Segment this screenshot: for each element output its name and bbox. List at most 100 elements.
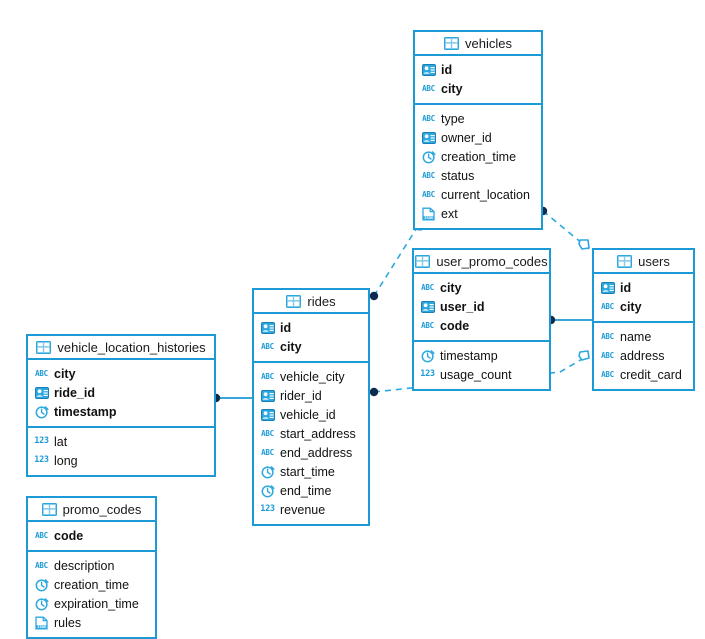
table-header-vehicles[interactable]: vehicles bbox=[415, 32, 541, 56]
primary-key-row-id[interactable]: id bbox=[594, 278, 693, 297]
column-row-start_address[interactable]: ABC start_address bbox=[254, 424, 368, 443]
column-name: rider_id bbox=[280, 388, 322, 403]
column-name: usage_count bbox=[440, 367, 512, 382]
table-icon bbox=[36, 340, 52, 354]
column-name: type bbox=[441, 111, 465, 126]
primary-key-row-id[interactable]: id bbox=[415, 60, 541, 79]
primary-key-row-city[interactable]: ABC city bbox=[594, 297, 693, 316]
table-icon bbox=[444, 36, 460, 50]
clock-icon bbox=[34, 405, 49, 419]
column-row-owner_id[interactable]: owner_id bbox=[415, 128, 541, 147]
column-row-usage_count[interactable]: 123 usage_count bbox=[414, 365, 549, 384]
column-name: lat bbox=[54, 434, 68, 449]
table-icon bbox=[41, 502, 57, 516]
id-card-icon bbox=[600, 281, 615, 295]
table-header-users[interactable]: users bbox=[594, 250, 693, 274]
column-row-end_time[interactable]: end_time bbox=[254, 481, 368, 500]
id-card-icon bbox=[34, 386, 49, 400]
column-row-end_address[interactable]: ABC end_address bbox=[254, 443, 368, 462]
abc-icon: ABC bbox=[421, 282, 434, 292]
column-row-rider_id[interactable]: rider_id bbox=[254, 386, 368, 405]
column-row-expiration_time[interactable]: expiration_time bbox=[28, 594, 155, 613]
column-name: creation_time bbox=[441, 149, 517, 164]
column-section-vehicle_location_histories: 123 lat 123 long bbox=[28, 428, 214, 475]
column-name: name bbox=[620, 329, 652, 344]
column-name: start_time bbox=[280, 464, 335, 479]
column-name: start_address bbox=[280, 426, 356, 441]
primary-key-row-user_id[interactable]: user_id bbox=[414, 297, 549, 316]
column-name: city bbox=[620, 299, 642, 314]
123-icon: 123 bbox=[420, 369, 435, 380]
table-header-promo_codes[interactable]: promo_codes bbox=[28, 498, 155, 522]
json-file-icon: JSON bbox=[34, 616, 49, 630]
id-card-icon bbox=[260, 389, 275, 403]
column-name: owner_id bbox=[441, 130, 492, 145]
123-icon: 123 bbox=[34, 436, 49, 447]
column-name: code bbox=[440, 318, 470, 333]
primary-key-row-code[interactable]: ABC code bbox=[414, 316, 549, 335]
123-icon: 123 bbox=[34, 455, 49, 466]
column-name: city bbox=[280, 339, 302, 354]
table-header-rides[interactable]: rides bbox=[254, 290, 368, 314]
column-row-timestamp[interactable]: timestamp bbox=[414, 346, 549, 365]
primary-key-row-id[interactable]: id bbox=[254, 318, 368, 337]
column-name: expiration_time bbox=[54, 596, 139, 611]
column-row-long[interactable]: 123 long bbox=[28, 451, 214, 470]
primary-key-row-ride_id[interactable]: ride_id bbox=[28, 383, 214, 402]
column-row-start_time[interactable]: start_time bbox=[254, 462, 368, 481]
abc-icon: ABC bbox=[261, 428, 274, 438]
svg-text:JSON: JSON bbox=[37, 625, 46, 629]
table-header-user_promo_codes[interactable]: user_promo_codes bbox=[414, 250, 549, 274]
column-row-vehicle_id[interactable]: vehicle_id bbox=[254, 405, 368, 424]
abc-icon: ABC bbox=[261, 447, 274, 457]
abc-icon: ABC bbox=[261, 341, 274, 351]
column-name: vehicle_city bbox=[280, 369, 345, 384]
column-name: id bbox=[280, 320, 292, 335]
edge-vehicles-users bbox=[538, 206, 590, 250]
abc-icon: ABC bbox=[601, 301, 614, 311]
primary-key-row-timestamp[interactable]: timestamp bbox=[28, 402, 214, 421]
table-title: promo_codes bbox=[62, 501, 142, 517]
table-title: vehicle_location_histories bbox=[57, 339, 206, 355]
abc-icon: ABC bbox=[421, 320, 434, 330]
column-row-lat[interactable]: 123 lat bbox=[28, 432, 214, 451]
clock-icon bbox=[260, 465, 275, 479]
column-row-creation_time[interactable]: creation_time bbox=[28, 575, 155, 594]
column-row-creation_time[interactable]: creation_time bbox=[415, 147, 541, 166]
column-name: end_address bbox=[280, 445, 353, 460]
clock-icon bbox=[260, 484, 275, 498]
id-card-icon bbox=[260, 408, 275, 422]
column-name: creation_time bbox=[54, 577, 130, 592]
column-name: current_location bbox=[441, 187, 530, 202]
column-name: address bbox=[620, 348, 665, 363]
primary-key-row-city[interactable]: ABC city bbox=[254, 337, 368, 356]
table-header-vehicle_location_histories[interactable]: vehicle_location_histories bbox=[28, 336, 214, 360]
abc-icon: ABC bbox=[35, 368, 48, 378]
column-name: long bbox=[54, 453, 78, 468]
